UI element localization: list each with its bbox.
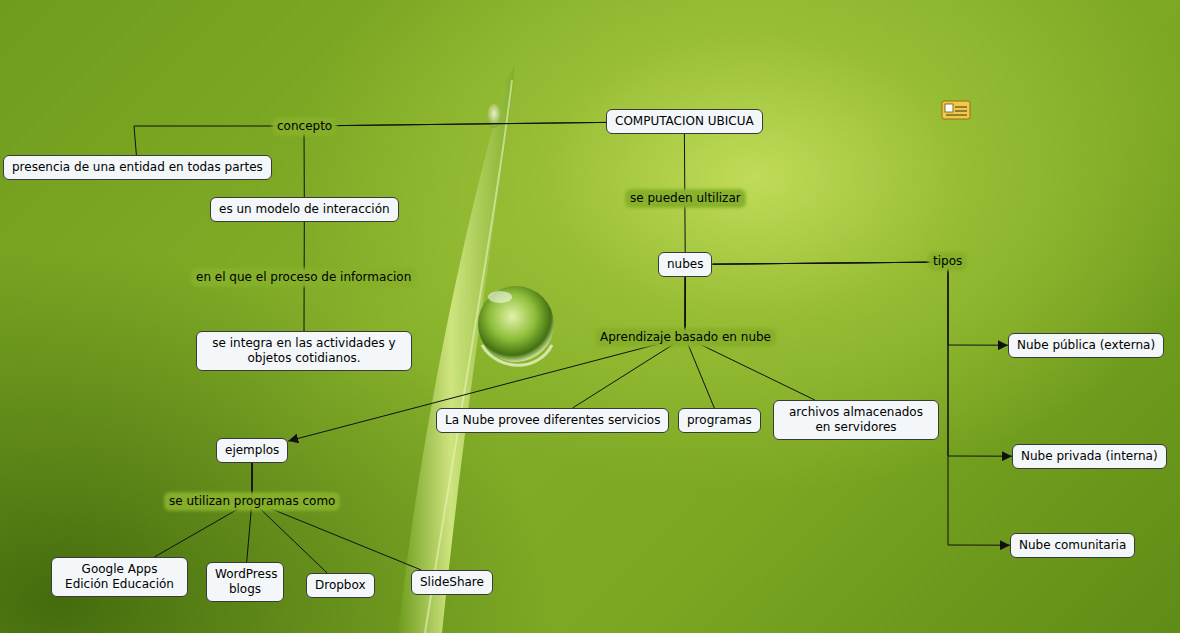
concept-text: Nube comunitaria bbox=[1019, 538, 1126, 553]
concept-text: ejemplos bbox=[225, 443, 279, 458]
connector-line bbox=[247, 463, 252, 562]
concept-box: Nube comunitaria bbox=[1010, 533, 1135, 558]
concept-box: Google Apps Edición Educación bbox=[51, 557, 188, 597]
linking-phrase: en el que el proceso de informacion bbox=[193, 270, 414, 285]
water-droplet bbox=[478, 286, 554, 362]
linking-phrase: tipos bbox=[930, 254, 965, 269]
concept-text: programas bbox=[687, 413, 752, 428]
concept-box: WordPress blogs bbox=[206, 562, 284, 602]
small-droplet bbox=[487, 104, 501, 128]
concept-box: SlideShare bbox=[411, 570, 493, 595]
connector-line bbox=[252, 463, 327, 573]
concept-text: COMPUTACION UBICUA bbox=[615, 114, 754, 129]
concept-box: nubes bbox=[658, 252, 712, 277]
droplet-shine bbox=[488, 291, 512, 303]
concept-text: La Nube provee diferentes servicios bbox=[445, 413, 660, 428]
concept-text: archivos almacenados en servidores bbox=[782, 405, 930, 435]
concept-text: es un modelo de interacción bbox=[219, 202, 390, 217]
concept-box: COMPUTACION UBICUA bbox=[606, 109, 763, 134]
linking-phrase: Aprendizaje basado en nube bbox=[597, 330, 774, 345]
concept-box: Nube pública (externa) bbox=[1008, 333, 1164, 358]
concept-box: Nube privada (interna) bbox=[1012, 444, 1167, 469]
concept-text: nubes bbox=[667, 257, 703, 272]
linking-phrase: se pueden ultilizar bbox=[627, 191, 744, 206]
concept-box: programas bbox=[678, 408, 761, 433]
concept-box: archivos almacenados en servidores bbox=[773, 400, 939, 440]
concept-text: presencia de una entidad en todas partes bbox=[12, 160, 263, 175]
connector-line bbox=[304, 122, 606, 197]
concept-box: ejemplos bbox=[216, 438, 288, 463]
concept-box: se integra en las actividades y objetos … bbox=[196, 331, 412, 371]
concept-box: es un modelo de interacción bbox=[210, 197, 399, 222]
note-icon bbox=[942, 101, 970, 119]
droplet-rim bbox=[482, 345, 552, 365]
concept-text: Nube pública (externa) bbox=[1017, 338, 1155, 353]
concept-box: presencia de una entidad en todas partes bbox=[3, 155, 272, 180]
connector-line bbox=[154, 463, 252, 557]
connector-line bbox=[134, 122, 606, 155]
concept-text: Dropbox bbox=[315, 578, 366, 593]
connector-line bbox=[713, 262, 1011, 545]
linking-phrase: se utilizan programas como bbox=[166, 494, 338, 509]
concept-box: Dropbox bbox=[306, 573, 375, 598]
concept-box: La Nube provee diferentes servicios bbox=[436, 408, 669, 433]
concept-text: SlideShare bbox=[420, 575, 484, 590]
concept-text: se integra en las actividades y objetos … bbox=[205, 336, 403, 366]
concept-text: WordPress blogs bbox=[215, 567, 275, 597]
linking-phrase: concepto bbox=[274, 119, 335, 134]
concept-text: Nube privada (interna) bbox=[1021, 449, 1158, 464]
connector-line bbox=[252, 463, 421, 570]
concept-text: Google Apps Edición Educación bbox=[60, 562, 179, 592]
